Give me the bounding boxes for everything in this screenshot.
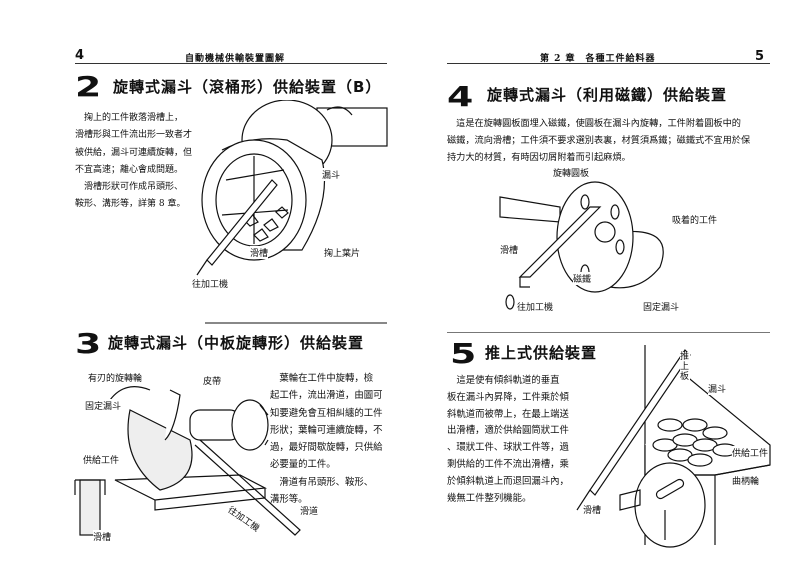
text-line: 溝形等。 [270,494,308,506]
text-line: 滑槽形狀可作成吊頭形、 [75,182,184,193]
page-number-left: 4 [75,48,85,63]
text-line: 起工件，流出滑道，由圖可 [270,390,383,402]
label-fixed-hopper: 固定漏斗 [85,399,122,412]
label-scoop: 掬上葉片 [324,246,361,259]
label-chute: 滑槽 [583,503,602,516]
label-hopper: 漏斗 [708,382,727,395]
text-line: 剩供給的工件不流出滑槽，乘 [447,458,569,470]
text-line: 不宜高速；離心會成問題。 [75,164,184,175]
label-belt: 皮帶 [203,374,222,387]
label-hopper: 漏斗 [322,168,341,181]
section-title: 推上式供給裝置 [485,344,598,362]
text-line: 幾無工件整列機能。 [447,492,532,504]
section-title: 旋轉式漏斗（滾桶形）供給裝置（B） [113,78,382,96]
text-line: 葉輪在工件中旋轉，檢 [270,373,374,384]
divider [447,332,770,333]
label-chute: 滑槽 [500,243,519,256]
page-number-right: 5 [755,49,765,64]
section-number: 4 [447,80,474,113]
section4-text: 這是在旋轉圓板面埋入磁鐵，使圓板在漏斗內旋轉，工件附着圓板中的 磁鐵，流向滑槽；… [447,115,750,166]
label-supply-work: 供給工件 [732,446,769,459]
text-line: 、環狀工件、球狀工件等，過 [447,442,569,454]
section-number: 5 [450,337,477,370]
text-line: 這是在旋轉圓板面埋入磁鐵，使圓板在漏斗內旋轉，工件附着圓板中的 [447,118,741,129]
text-line: 斜軌道而被帶上，在最上端送 [447,408,569,420]
section-title: 旋轉式漏斗（中板旋轉形）供給裝置 [108,334,365,352]
text-line: 持力大的材質，有時因切屑附着而引起麻煩。 [447,152,631,163]
text-line: 這是使有傾斜軌道的垂直 [447,375,560,386]
text-line: 知要避免會互相糾纏的工件 [270,407,383,419]
impeller-hopper-diagram [74,386,301,536]
divider [205,322,387,324]
label-attached-work: 吸着的工件 [672,213,718,226]
label-supply-work: 供給工件 [83,453,120,466]
label-to-machine: 往加工機 [192,277,229,290]
label-push-plate: 推上板 [680,352,690,382]
label-wheel: 有刃的旋轉輪 [88,371,143,384]
text-line: 過，最好間歇旋轉，只供給 [270,442,383,454]
label-crank-wheel: 曲柄輪 [732,474,760,487]
drum-hopper-diagram [196,100,388,276]
text-line: 形狀；葉輪可連續旋轉，不 [270,424,383,436]
label-fixed-hopper: 固定漏斗 [643,300,680,313]
text-line: 滑槽形與工件流出形一致者才 [75,130,193,141]
label-magnet: 磁鐵 [573,272,592,285]
section-number: 3 [75,327,102,360]
label-chute: 滑槽 [93,530,112,543]
text-line: 磁鐵，流向滑槽；工件須不要求選別表裏，材質須爲鐵；磁鐵式不宜用於保 [447,135,751,146]
section2-text: 掬上的工件散落滑槽上， 滑槽形與工件流出形一致者才 被供給，漏斗可連續旋轉，但 … [75,110,192,214]
label-chute: 滑槽 [250,246,269,259]
text-line: 掬上的工件散落滑槽上， [75,113,184,123]
text-line: 板在漏斗內昇降，工件乘於傾 [447,391,569,403]
header-rule [447,63,770,64]
label-slide: 滑道 [300,504,319,517]
section-number: 2 [75,70,102,103]
text-line: 鞍形、溝形等，詳第 8 章。 [75,199,186,210]
section3-text: 葉輪在工件中旋轉，檢 起工件，流出滑道，由圖可 知要避免會互相糾纏的工件 形狀；… [270,370,383,508]
label-to-machine: 往加工機 [517,300,554,313]
running-header-left: 自動機械供輸裝置圖解 [185,54,286,64]
text-line: 於傾斜軌道上而退回漏斗內， [447,475,569,487]
running-header-right: 第 2 章 各種工件給料器 [540,54,656,64]
text-line: 被供給，漏斗可連續旋轉，但 [75,147,193,158]
text-line: 出滑槽，適於供給圓筒狀工件 [447,425,569,437]
label-disc: 旋轉圓板 [553,166,590,179]
section5-text: 這是使有傾斜軌道的垂直 板在漏斗內昇降，工件乘於傾 斜軌道而被帶上，在最上端送 … [447,373,569,507]
magnetic-hopper-diagram [499,181,664,310]
header-rule [75,63,387,64]
text-line: 必要量的工件。 [270,459,336,471]
text-line: 滑道有吊頭形、鞍形、 [270,476,374,488]
section-title: 旋轉式漏斗（利用磁鐵）供給裝置 [487,86,728,104]
